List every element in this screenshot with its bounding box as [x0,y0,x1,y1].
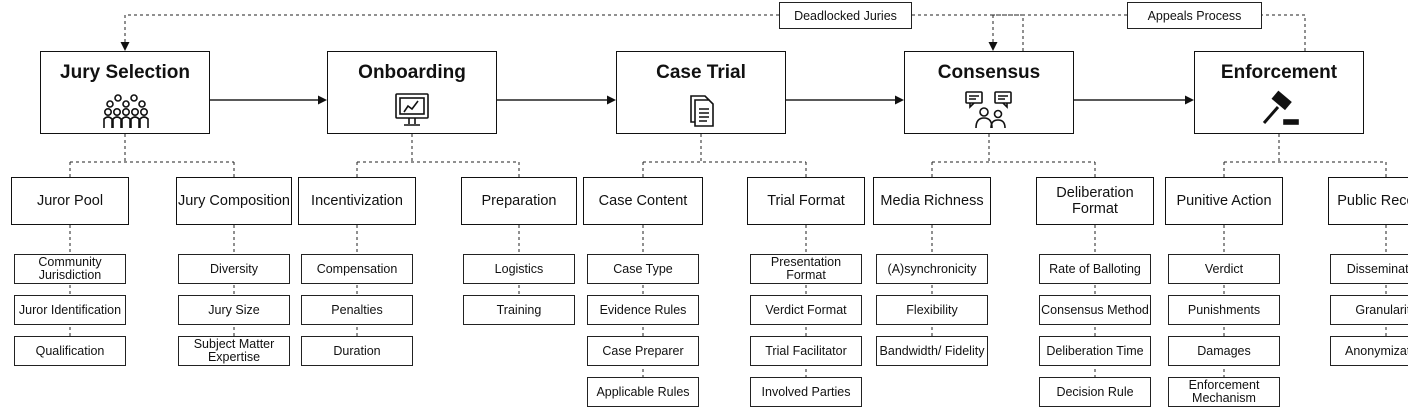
documents-icon [676,90,726,135]
item-box: Subject Matter Expertise [178,336,290,366]
stage-title: Jury Selection [60,62,190,83]
monitor-presentation-icon [387,90,437,135]
item-box: Enforcement Mechanism [1168,377,1280,407]
item-box: Punishments [1168,295,1280,325]
item-box: Logistics [463,254,575,284]
category-box: Case Content [583,177,703,225]
group-of-people-icon [100,90,150,135]
stage-case-trial: Case Trial [616,51,786,134]
appeals-process-label: Appeals Process [1127,2,1262,29]
item-box: Evidence Rules [587,295,699,325]
category-box: Juror Pool [11,177,129,225]
item-box: Compensation [301,254,413,284]
item-box: Involved Parties [750,377,862,407]
flow-arrow-head [318,95,327,105]
stage-onboarding: Onboarding [327,51,497,134]
item-box: Duration [301,336,413,366]
category-box: Trial Format [747,177,865,225]
item-box: Case Preparer [587,336,699,366]
item-box: Rate of Balloting [1039,254,1151,284]
item-box: Anonymization [1330,336,1408,366]
flow-arrow-head [607,95,616,105]
people-discussion-icon [964,90,1014,135]
item-box: Consensus Method [1039,295,1151,325]
category-box: Incentivization [298,177,416,225]
stage-title: Consensus [937,62,1041,83]
stage-jury-selection: Jury Selection [40,51,210,134]
gavel-icon [1254,90,1304,135]
item-box: Jury Size [178,295,290,325]
item-box: Deliberation Time [1039,336,1151,366]
item-box: Verdict Format [750,295,862,325]
flow-arrow-head [895,95,904,105]
item-box: Granularity [1330,295,1408,325]
item-box: Bandwidth/ Fidelity [876,336,988,366]
item-box: Trial Facilitator [750,336,862,366]
item-box: Flexibility [876,295,988,325]
category-box: Media Richness [873,177,991,225]
item-box: Training [463,295,575,325]
item-box: Community Jurisdiction [14,254,126,284]
category-box: Public Records [1328,177,1408,225]
item-box: Applicable Rules [587,377,699,407]
item-box: Damages [1168,336,1280,366]
category-box: Jury Composition [176,177,292,225]
item-box: Dissemination [1330,254,1408,284]
appeals-arrow-head [988,42,998,51]
category-box: Deliberation Format [1036,177,1154,225]
stage-title: Enforcement [1220,62,1338,83]
item-box: Penalties [301,295,413,325]
item-box: Case Type [587,254,699,284]
flow-arrow-head [1185,95,1194,105]
stage-enforcement: Enforcement [1194,51,1364,134]
category-box: Preparation [461,177,577,225]
stage-title: Onboarding [358,62,466,83]
item-box: Qualification [14,336,126,366]
item-box: Juror Identification [14,295,126,325]
stage-title: Case Trial [656,62,746,83]
stage-consensus: Consensus [904,51,1074,134]
category-box: Punitive Action [1165,177,1283,225]
item-box: Diversity [178,254,290,284]
deadlocked-juries-label: Deadlocked Juries [779,2,912,29]
item-box: Verdict [1168,254,1280,284]
deadlocked-arrow-head [120,42,130,51]
item-box: (A)synchronicity [876,254,988,284]
item-box: Presentation Format [750,254,862,284]
item-box: Decision Rule [1039,377,1151,407]
